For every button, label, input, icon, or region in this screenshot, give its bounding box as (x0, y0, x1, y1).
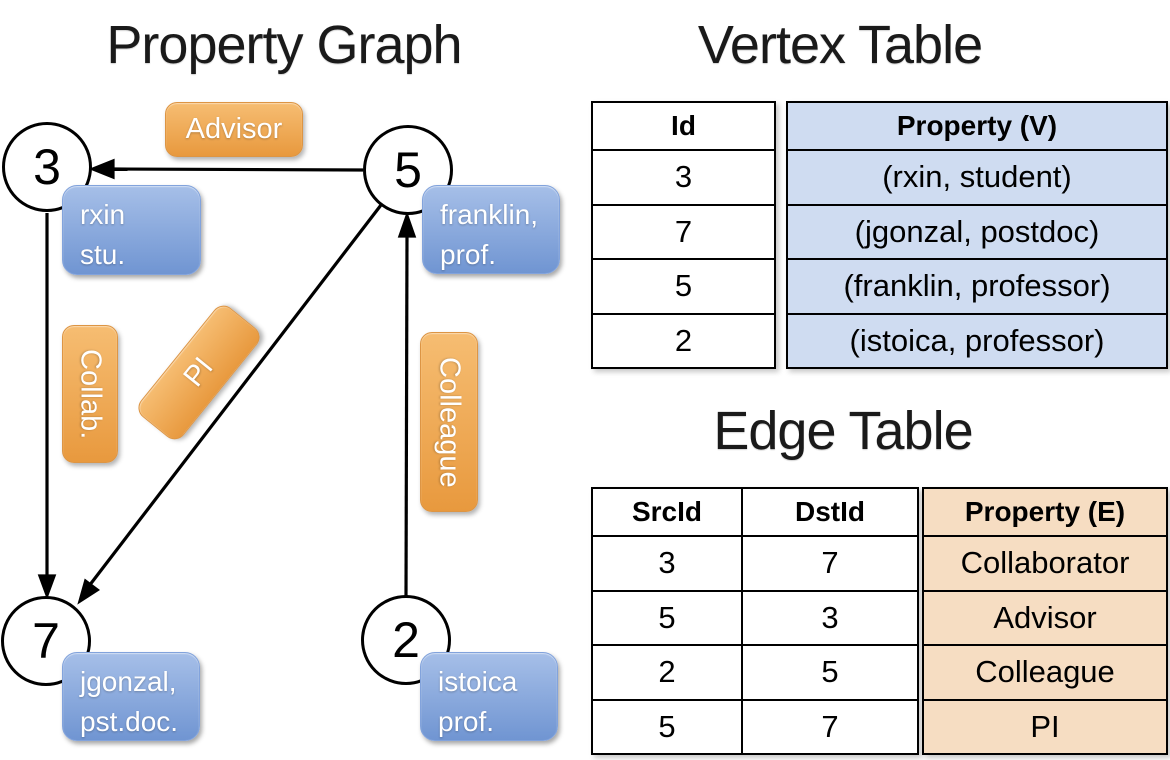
vertex-table-header-property: Property (V) (786, 101, 1168, 151)
edge-line-colleague-2-to-5 (404, 234, 409, 597)
table-row: 7 (591, 203, 776, 260)
vertex-table-id-column: Id 3 7 5 2 (591, 101, 776, 369)
edge-label-colleague: Colleague (420, 332, 478, 512)
vertex-label-7-line2: pst.doc. (80, 705, 179, 737)
vertex-id-cell: 2 (591, 312, 776, 369)
table-row: Advisor (922, 589, 1168, 646)
arrowhead-collab (37, 574, 57, 600)
arrowhead-advisor (88, 158, 115, 180)
edge-dstid-cell: 7 (741, 698, 919, 755)
vertex-label-2-line1: istoica (438, 666, 518, 697)
edge-label-pi-text: PI (177, 351, 220, 393)
vertex-node-3: 3 (2, 122, 92, 212)
arrowhead-pi (77, 578, 100, 605)
edge-srcid-cell: 3 (591, 535, 743, 592)
edge-table-id-columns: SrcId DstId 3 7 5 3 2 5 5 7 (591, 487, 919, 755)
table-row: (rxin, student) (786, 149, 1168, 206)
vertex-property-cell: (jgonzal, postdoc) (786, 203, 1168, 260)
edge-property-cell: Collaborator (922, 535, 1168, 592)
vertex-node-3-id: 3 (33, 139, 61, 195)
vertex-table-header-id: Id (591, 101, 776, 151)
vertex-label-3-line1: rxin (80, 199, 126, 230)
edge-dstid-cell: 7 (741, 535, 919, 592)
vertex-label-7-line1: jgonzal, (80, 666, 177, 697)
edge-property-cell: PI (922, 698, 1168, 755)
table-row: Colleague (922, 644, 1168, 701)
table-row: 5 3 (591, 589, 919, 646)
graph-edges-layer (37, 158, 417, 605)
table-row: 2 5 (591, 644, 919, 701)
table-row: (jgonzal, postdoc) (786, 203, 1168, 260)
edge-srcid-cell: 2 (591, 644, 743, 701)
vertex-label-7: jgonzal, pst.doc. (62, 652, 200, 741)
table-row: 3 7 (591, 535, 919, 592)
table-row: (franklin, professor) (786, 258, 1168, 315)
edge-label-colleague-text: Colleague (433, 356, 466, 488)
edge-label-advisor: Advisor (165, 102, 303, 157)
table-row: 2 (591, 312, 776, 369)
table-row: PI (922, 698, 1168, 755)
vertex-id-cell: 7 (591, 203, 776, 260)
vertex-label-3-line2: stu. (80, 238, 126, 270)
vertex-table-title: Vertex Table (697, 15, 983, 75)
edge-label-collab: Collab. (62, 325, 118, 463)
vertex-id-cell: 5 (591, 258, 776, 315)
edge-dstid-cell: 3 (741, 589, 919, 646)
edge-table-header-dstid: DstId (741, 487, 919, 537)
edge-line-pi-5-to-7 (87, 204, 383, 587)
edge-property-cell: Advisor (922, 589, 1168, 646)
table-row: Collaborator (922, 535, 1168, 592)
vertex-property-cell: (istoica, professor) (786, 312, 1168, 369)
edge-srcid-cell: 5 (591, 589, 743, 646)
table-row: 5 (591, 258, 776, 315)
vertex-label-5-line1: franklin, (440, 199, 539, 230)
vertex-node-5-id: 5 (394, 142, 422, 198)
edge-table-property-column: Property (E) Collaborator Advisor Collea… (922, 487, 1168, 755)
property-graph-title: Property Graph (106, 15, 462, 75)
vertex-label-3: rxin stu. (62, 185, 201, 275)
vertex-property-cell: (franklin, professor) (786, 258, 1168, 315)
vertex-node-7-id: 7 (32, 613, 60, 669)
edge-table-title: Edge Table (713, 401, 973, 461)
edge-property-cell: Colleague (922, 644, 1168, 701)
edge-table-header-property: Property (E) (922, 487, 1168, 537)
edge-label-collab-text: Collab. (74, 348, 107, 440)
vertex-node-2: 2 (361, 595, 451, 685)
vertex-node-2-id: 2 (392, 612, 420, 668)
arrowhead-colleague (397, 211, 417, 238)
table-row: 5 7 (591, 698, 919, 755)
vertex-property-cell: (rxin, student) (786, 149, 1168, 206)
table-row: (istoica, professor) (786, 312, 1168, 369)
table-row: 3 (591, 149, 776, 206)
edge-line-advisor-5-to-3 (112, 167, 364, 172)
vertex-label-2: istoica prof. (420, 652, 558, 741)
vertex-table-property-column: Property (V) (rxin, student) (jgonzal, p… (786, 101, 1168, 369)
vertex-id-cell: 3 (591, 149, 776, 206)
edge-label-advisor-text: Advisor (185, 113, 283, 145)
vertex-label-2-line2: prof. (438, 705, 495, 737)
edge-dstid-cell: 5 (741, 644, 919, 701)
vertex-label-5-line2: prof. (440, 238, 497, 270)
edge-srcid-cell: 5 (591, 698, 743, 755)
vertex-label-5: franklin, prof. (422, 185, 560, 274)
edge-table-header-srcid: SrcId (591, 487, 743, 537)
